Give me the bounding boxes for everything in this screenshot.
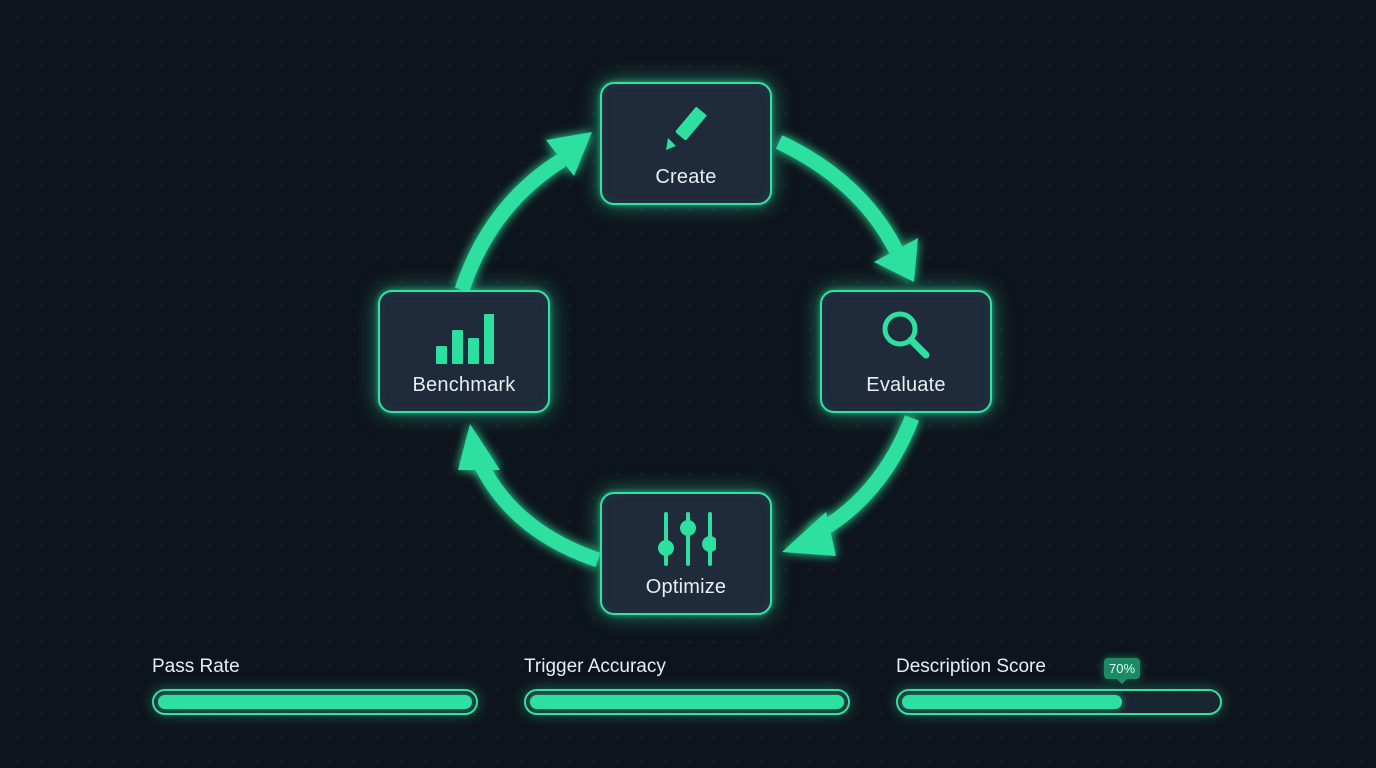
stage-benchmark[interactable]: Benchmark	[378, 290, 550, 413]
arrow-optimize-to-benchmark	[471, 454, 601, 568]
stage-evaluate[interactable]: Evaluate	[820, 290, 992, 413]
arrowhead-evaluate	[874, 238, 918, 282]
metric-label: Description Score	[896, 656, 1046, 677]
progress-track	[524, 689, 850, 715]
sliders-icon	[656, 508, 716, 568]
arrowhead-create	[546, 132, 592, 176]
metric-description-score: Description Score 70%	[896, 656, 1226, 720]
magnifier-icon	[876, 306, 936, 366]
progress-track	[152, 689, 478, 715]
stage-create[interactable]: Create	[600, 82, 772, 205]
stage-label: Optimize	[645, 576, 727, 598]
stage-label: Evaluate	[866, 374, 946, 396]
metric-label: Pass Rate	[152, 656, 240, 677]
metric-trigger-accuracy: Trigger Accuracy	[524, 656, 854, 720]
arrowhead-optimize	[782, 512, 836, 556]
arrow-create-to-evaluate	[775, 135, 903, 254]
progress-track	[896, 689, 1222, 715]
progress-fill	[530, 695, 844, 709]
arrowhead-benchmark	[458, 424, 500, 470]
stage-optimize[interactable]: Optimize	[600, 492, 772, 615]
stage-label: Create	[655, 166, 717, 188]
bar-chart-icon	[434, 306, 494, 366]
metric-pass-rate: Pass Rate	[152, 656, 482, 720]
pencil-icon	[656, 98, 716, 158]
metric-label: Trigger Accuracy	[524, 656, 666, 677]
progress-fill	[902, 695, 1122, 709]
value-badge: 70%	[1103, 658, 1141, 679]
progress-fill	[158, 695, 472, 709]
arrow-benchmark-to-create	[454, 153, 566, 293]
stage-label: Benchmark	[412, 374, 516, 396]
